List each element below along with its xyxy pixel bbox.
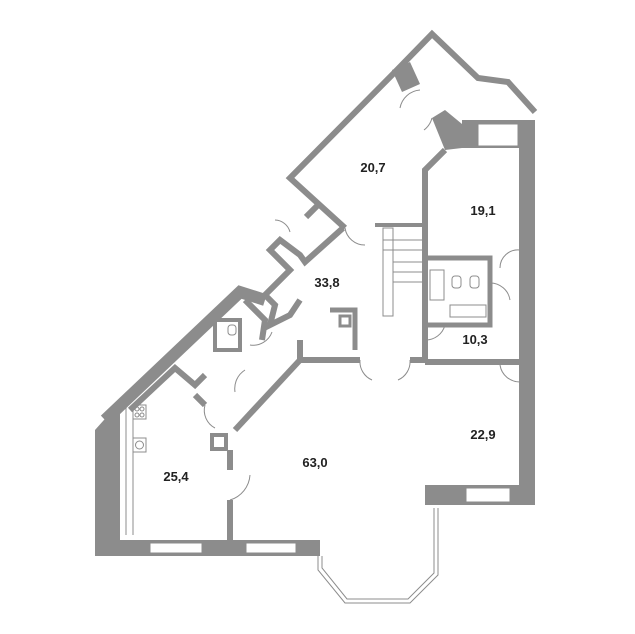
toilet-icon: [451, 275, 462, 289]
room-area-label: 19,1: [470, 203, 495, 218]
sink-icon: [449, 304, 487, 318]
walls: [95, 29, 538, 604]
room-area-label: 10,3: [462, 332, 487, 347]
room-area-label: 22,9: [470, 427, 495, 442]
bay-window: [317, 508, 439, 604]
bathtub-icon: [429, 269, 445, 301]
bidet-icon: [469, 275, 480, 289]
fixtures: [132, 269, 487, 453]
room-area-label: 33,8: [314, 275, 339, 290]
wc-toilet-icon: [227, 324, 237, 336]
doors: [203, 89, 521, 501]
room-area-label: 63,0: [302, 455, 327, 470]
staircase: [375, 223, 425, 317]
kitchen-sink-icon: [132, 437, 147, 453]
room-labels: 20,7 19,1 33,8 10,3 22,9 25,4 63,0: [163, 160, 495, 484]
room-area-label: 20,7: [360, 160, 385, 175]
room-area-label: 25,4: [163, 469, 189, 484]
stove-icon: [132, 404, 147, 420]
